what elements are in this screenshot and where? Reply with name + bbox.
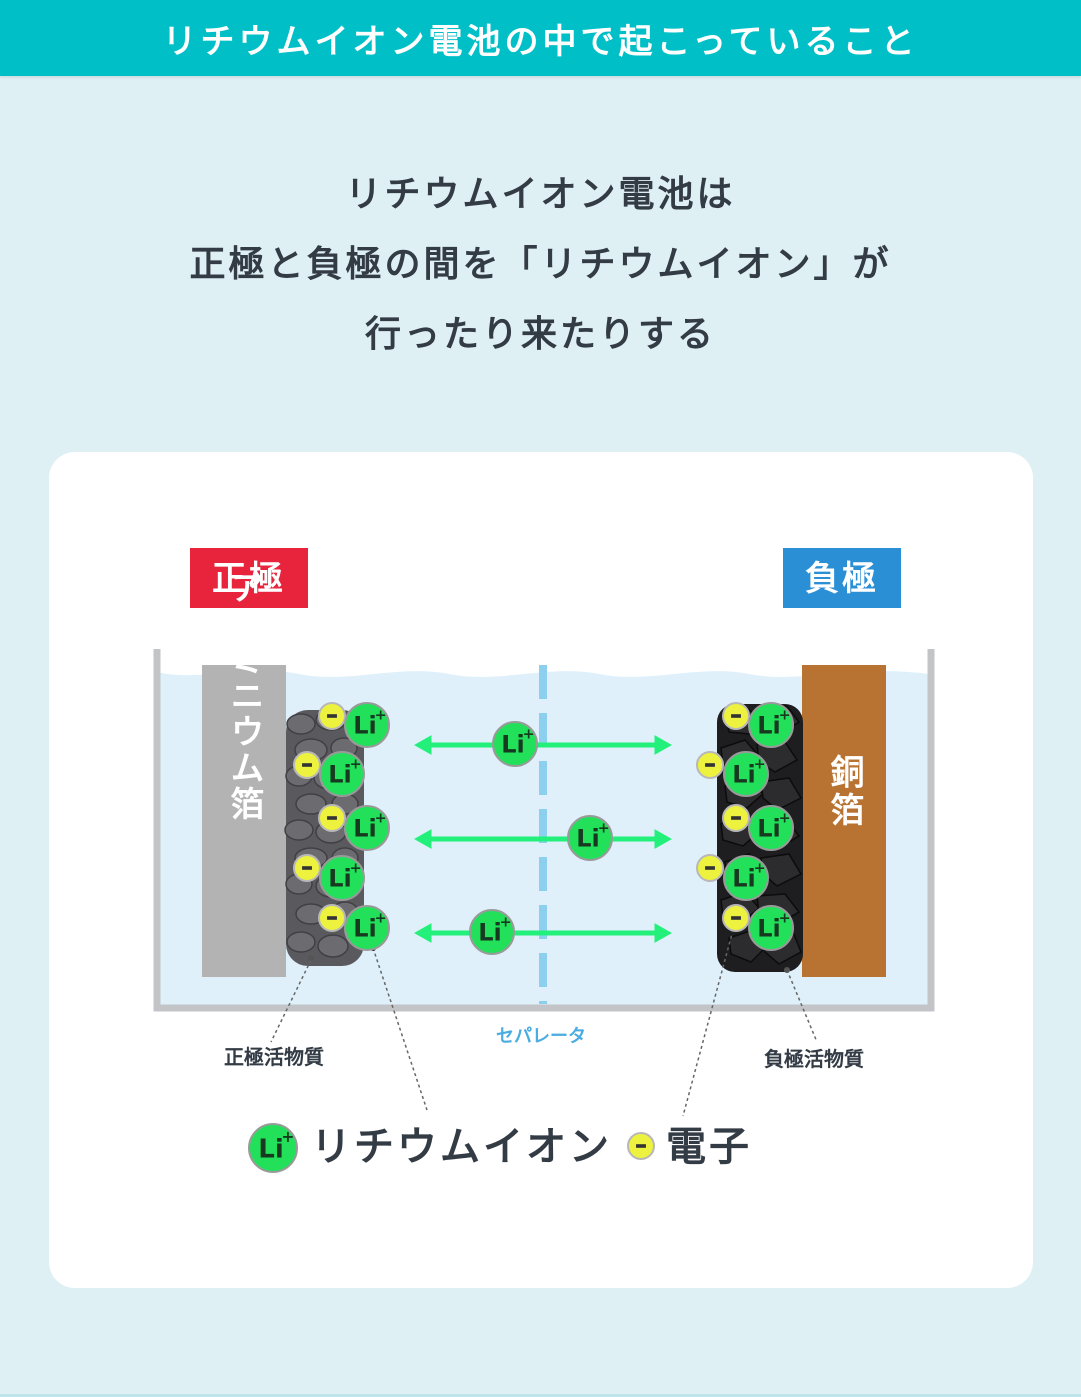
- svg-text:Li: Li: [353, 815, 377, 843]
- svg-text:+: +: [350, 757, 362, 773]
- aluminum-foil: [202, 665, 286, 977]
- electron-icon: [696, 854, 724, 882]
- diagram-card: 正極 負極 アルミニウム箔 銅箔: [49, 452, 1033, 1288]
- electron-icon: [318, 702, 346, 730]
- lithium-ion-icon: Li+: [319, 751, 365, 797]
- svg-text:+: +: [598, 821, 610, 837]
- svg-text:Li: Li: [258, 1134, 283, 1164]
- svg-text:Li: Li: [757, 712, 781, 740]
- lithium-ion-icon: Li+: [748, 702, 794, 748]
- negative-active-material-label: 負極活物質: [764, 1047, 864, 1071]
- legend: Li+ リチウムイオン 電子: [248, 1123, 752, 1173]
- pointer-lines: [270, 929, 818, 1117]
- svg-text:+: +: [523, 727, 535, 743]
- lithium-ion-icon: Li+: [748, 805, 794, 851]
- svg-text:+: +: [375, 708, 387, 724]
- legend-ion-label: リチウムイオン: [311, 1124, 612, 1170]
- negative-badge: [783, 548, 901, 608]
- svg-text:Li: Li: [576, 825, 600, 853]
- battery-container: [153, 649, 935, 1012]
- battery-diagram: 正極 負極 アルミニウム箔 銅箔: [153, 548, 935, 1173]
- lithium-ion-icon: Li+: [748, 905, 794, 951]
- svg-text:+: +: [779, 811, 791, 827]
- svg-text:Li: Li: [757, 815, 781, 843]
- svg-text:+: +: [375, 811, 387, 827]
- legend-ion-icon: Li+: [248, 1123, 298, 1173]
- svg-text:Li: Li: [478, 919, 502, 947]
- electron-icon: [293, 854, 321, 882]
- lithium-ion-icon: Li+: [319, 855, 365, 901]
- arrow-3: [413, 923, 673, 943]
- lithium-ion-icon: Li+: [567, 815, 613, 861]
- copper-foil: [802, 665, 886, 977]
- intro-line-2: 正極と負極の間を「リチウムイオン」が: [189, 244, 892, 285]
- lithium-ion-icon: Li+: [248, 1123, 298, 1173]
- electron-icon: [627, 1132, 655, 1160]
- lithium-ion-icon: Li+: [344, 702, 390, 748]
- svg-text:+: +: [779, 911, 791, 927]
- lithium-ion-icon: Li+: [344, 905, 390, 951]
- aluminum-foil-label: アルミニウム箔: [224, 570, 264, 822]
- lithium-ion-icon: Li+: [469, 909, 515, 955]
- legend-electron-label: 電子: [666, 1124, 752, 1170]
- electron-icon: [722, 702, 750, 730]
- svg-text:Li: Li: [757, 915, 781, 943]
- svg-text:Li: Li: [732, 865, 756, 893]
- electron-icon: [318, 904, 346, 932]
- svg-text:Li: Li: [353, 915, 377, 943]
- arrow-1: [413, 735, 673, 755]
- electron-icon: [318, 804, 346, 832]
- svg-text:+: +: [754, 861, 766, 877]
- particles-layer: Li+Li+Li+Li+Li+Li+Li+Li+Li+Li+Li+Li+Li+: [293, 702, 794, 955]
- svg-text:+: +: [350, 861, 362, 877]
- header-title: リチウムイオン電池の中で起こっていること: [162, 21, 919, 62]
- svg-text:Li: Li: [353, 712, 377, 740]
- page-header: リチウムイオン電池の中で起こっていること: [0, 0, 1081, 76]
- electron-icon: [722, 904, 750, 932]
- svg-text:Li: Li: [501, 731, 525, 759]
- svg-text:Li: Li: [328, 865, 352, 893]
- intro-line-3: 行ったり来たりする: [364, 314, 716, 355]
- electron-icon: [696, 751, 724, 779]
- pointer-dot: [308, 955, 314, 961]
- svg-text:+: +: [375, 911, 387, 927]
- svg-text:Li: Li: [328, 761, 352, 789]
- electron-icon: [722, 804, 750, 832]
- positive-label: 正極: [212, 559, 286, 599]
- lithium-ion-icon: Li+: [344, 805, 390, 851]
- separator-label: セパレータ: [496, 1026, 586, 1047]
- ion-movement-arrows: [413, 735, 673, 943]
- copper-foil-label: 銅箔: [824, 754, 864, 830]
- intro-text: リチウムイオン電池は 正極と負極の間を「リチウムイオン」が 行ったり来たりする: [0, 160, 1081, 370]
- lithium-ion-icon: Li+: [492, 721, 538, 767]
- electron-icon: [293, 751, 321, 779]
- legend-electron-icon: [627, 1132, 655, 1160]
- positive-badge: [190, 548, 308, 608]
- svg-text:+: +: [779, 708, 791, 724]
- arrow-2: [413, 829, 673, 849]
- intro-line-1: リチウムイオン電池は: [345, 174, 736, 215]
- negative-label: 負極: [805, 559, 879, 599]
- positive-active-material-label: 正極活物質: [224, 1045, 324, 1069]
- svg-text:+: +: [500, 915, 512, 931]
- pointer-dot: [784, 967, 790, 973]
- lithium-ion-icon: Li+: [723, 855, 769, 901]
- svg-text:+: +: [281, 1128, 294, 1146]
- bottom-divider: [0, 1394, 1081, 1397]
- svg-text:+: +: [754, 757, 766, 773]
- lithium-ion-icon: Li+: [723, 751, 769, 797]
- svg-text:Li: Li: [732, 761, 756, 789]
